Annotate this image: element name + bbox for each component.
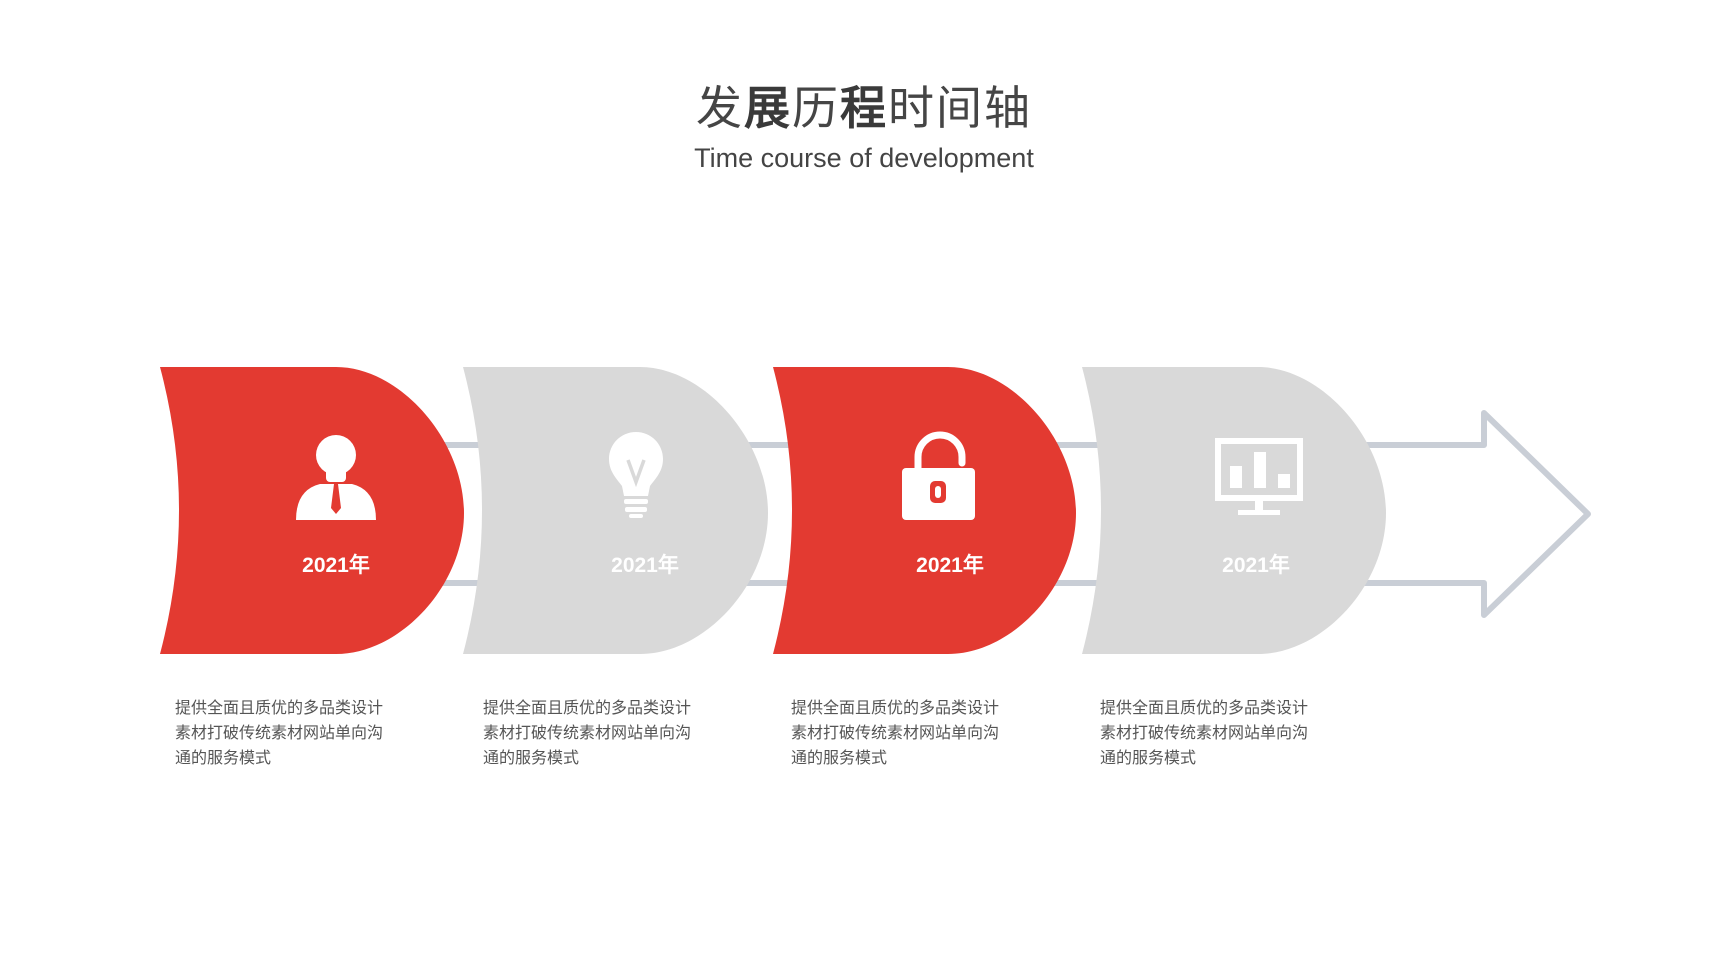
- desc-line: 素材打破传统素材网站单向沟: [175, 723, 384, 742]
- timeline-step: 2021年: [1082, 367, 1386, 654]
- title-part: 发: [696, 81, 744, 135]
- title-part: 展: [744, 81, 792, 135]
- desc-line: 通的服务模式: [1100, 748, 1197, 767]
- step-description: 提供全面且质优的多品类设计 素材打破传统素材网站单向沟 通的服务模式: [1100, 695, 1330, 770]
- step-year: 2021年: [302, 553, 370, 577]
- desc-line: 通的服务模式: [175, 748, 272, 767]
- step-shape: [463, 367, 768, 654]
- title-part: 时间轴: [888, 81, 1032, 135]
- desc-line: 通的服务模式: [483, 748, 580, 767]
- step-year: 2021年: [611, 553, 679, 577]
- desc-line: 通的服务模式: [791, 748, 888, 767]
- step-description: 提供全面且质优的多品类设计 素材打破传统素材网站单向沟 通的服务模式: [175, 695, 405, 770]
- lightbulb-icon: [609, 432, 663, 518]
- desc-line: 素材打破传统素材网站单向沟: [483, 723, 692, 742]
- desc-line: 素材打破传统素材网站单向沟: [1100, 723, 1309, 742]
- step-year: 2021年: [1222, 553, 1290, 577]
- desc-line: 提供全面且质优的多品类设计: [483, 698, 692, 717]
- desc-line: 提供全面且质优的多品类设计: [175, 698, 384, 717]
- step-year: 2021年: [916, 553, 984, 577]
- desc-line: 素材打破传统素材网站单向沟: [791, 723, 1000, 742]
- monitor-chart-icon: [1215, 438, 1303, 515]
- page-subtitle: Time course of development: [694, 143, 1034, 173]
- person-icon: [296, 435, 376, 520]
- desc-line: 提供全面且质优的多品类设计: [1100, 698, 1309, 717]
- step-description: 提供全面且质优的多品类设计 素材打破传统素材网站单向沟 通的服务模式: [791, 695, 1021, 770]
- step-description: 提供全面且质优的多品类设计 素材打破传统素材网站单向沟 通的服务模式: [483, 695, 713, 770]
- step-shape: [1082, 367, 1386, 654]
- desc-line: 提供全面且质优的多品类设计: [791, 698, 1000, 717]
- page-title: 发展历程时间轴: [0, 78, 1728, 138]
- timeline-step: 2021年: [160, 367, 464, 654]
- title-part: 历: [792, 81, 840, 135]
- timeline-step: 2021年: [463, 367, 768, 654]
- header: 发展历程时间轴 Time course of development: [0, 78, 1728, 176]
- title-part: 程: [840, 81, 888, 135]
- unlock-icon: [902, 431, 975, 520]
- timeline-step: 2021年: [773, 367, 1076, 654]
